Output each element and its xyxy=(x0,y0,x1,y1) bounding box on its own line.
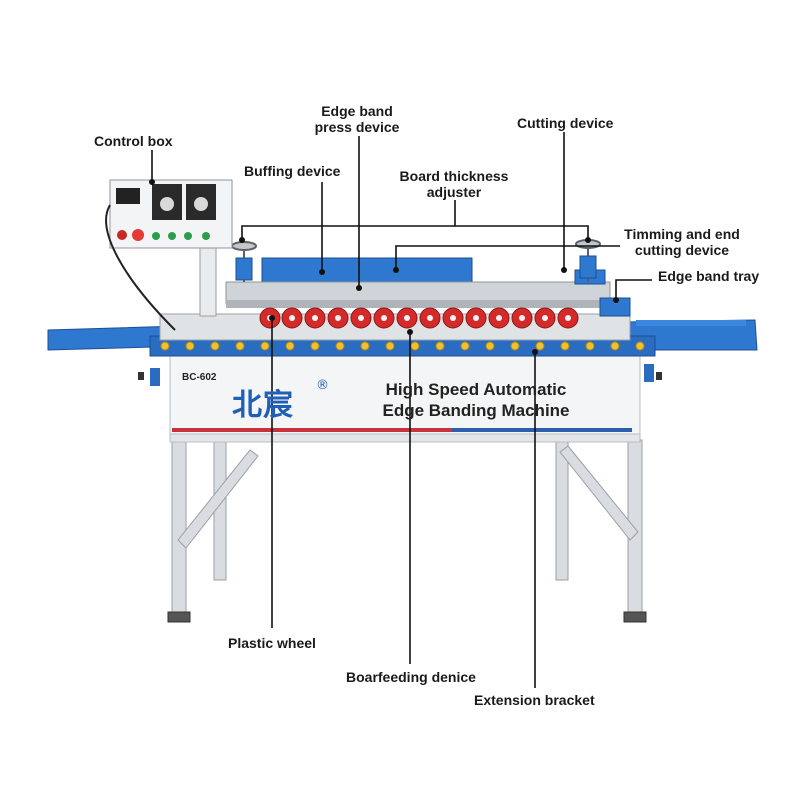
label-boarfeeding-denice: Boarfeeding denice xyxy=(346,669,476,685)
machine-title: High Speed Automatic Edge Banding Machin… xyxy=(366,379,586,421)
label-plastic-wheel: Plastic wheel xyxy=(228,635,316,651)
label-cutting-device: Cutting device xyxy=(517,115,614,131)
conveyor-rollers xyxy=(160,341,645,351)
machine-stand xyxy=(167,439,647,623)
label-extension-bracket: Extension bracket xyxy=(474,692,595,708)
label-edge-band-press-line2: press device xyxy=(314,119,400,135)
side-knobs xyxy=(138,364,662,386)
brand-logo: 北宸 xyxy=(232,388,294,423)
label-edge-band-press-line1: Edge band xyxy=(321,103,393,119)
label-edge-band-tray: Edge band tray xyxy=(658,268,760,284)
label-board-thickness-adjuster: Board thickness adjuster xyxy=(400,168,509,200)
model-number: BC-602 xyxy=(182,372,217,383)
plastic-wheels xyxy=(259,307,579,329)
label-timming-end-cutting-device: Timming and end cutting device xyxy=(624,226,740,258)
machine-title-line2: Edge Banding Machine xyxy=(382,401,570,420)
machine-body xyxy=(149,313,656,443)
leader-lines xyxy=(151,132,652,688)
label-buffing-device: Buffing device xyxy=(244,163,341,179)
label-control-box: Control box xyxy=(94,133,173,149)
label-edge-band-press-device: Edge band press device xyxy=(315,103,400,135)
top-housing xyxy=(225,257,631,317)
control-box xyxy=(105,179,233,331)
label-timming-line2: cutting device xyxy=(634,242,730,258)
leader-dots xyxy=(149,179,619,355)
label-board-thickness-line2: adjuster xyxy=(426,184,482,200)
registered-mark: ® xyxy=(316,378,329,393)
wheel-hubs xyxy=(267,315,571,321)
label-timming-line1: Timming and end xyxy=(624,226,740,242)
label-board-thickness-line1: Board thickness xyxy=(399,168,509,184)
machine-title-line1: High Speed Automatic xyxy=(385,380,567,399)
